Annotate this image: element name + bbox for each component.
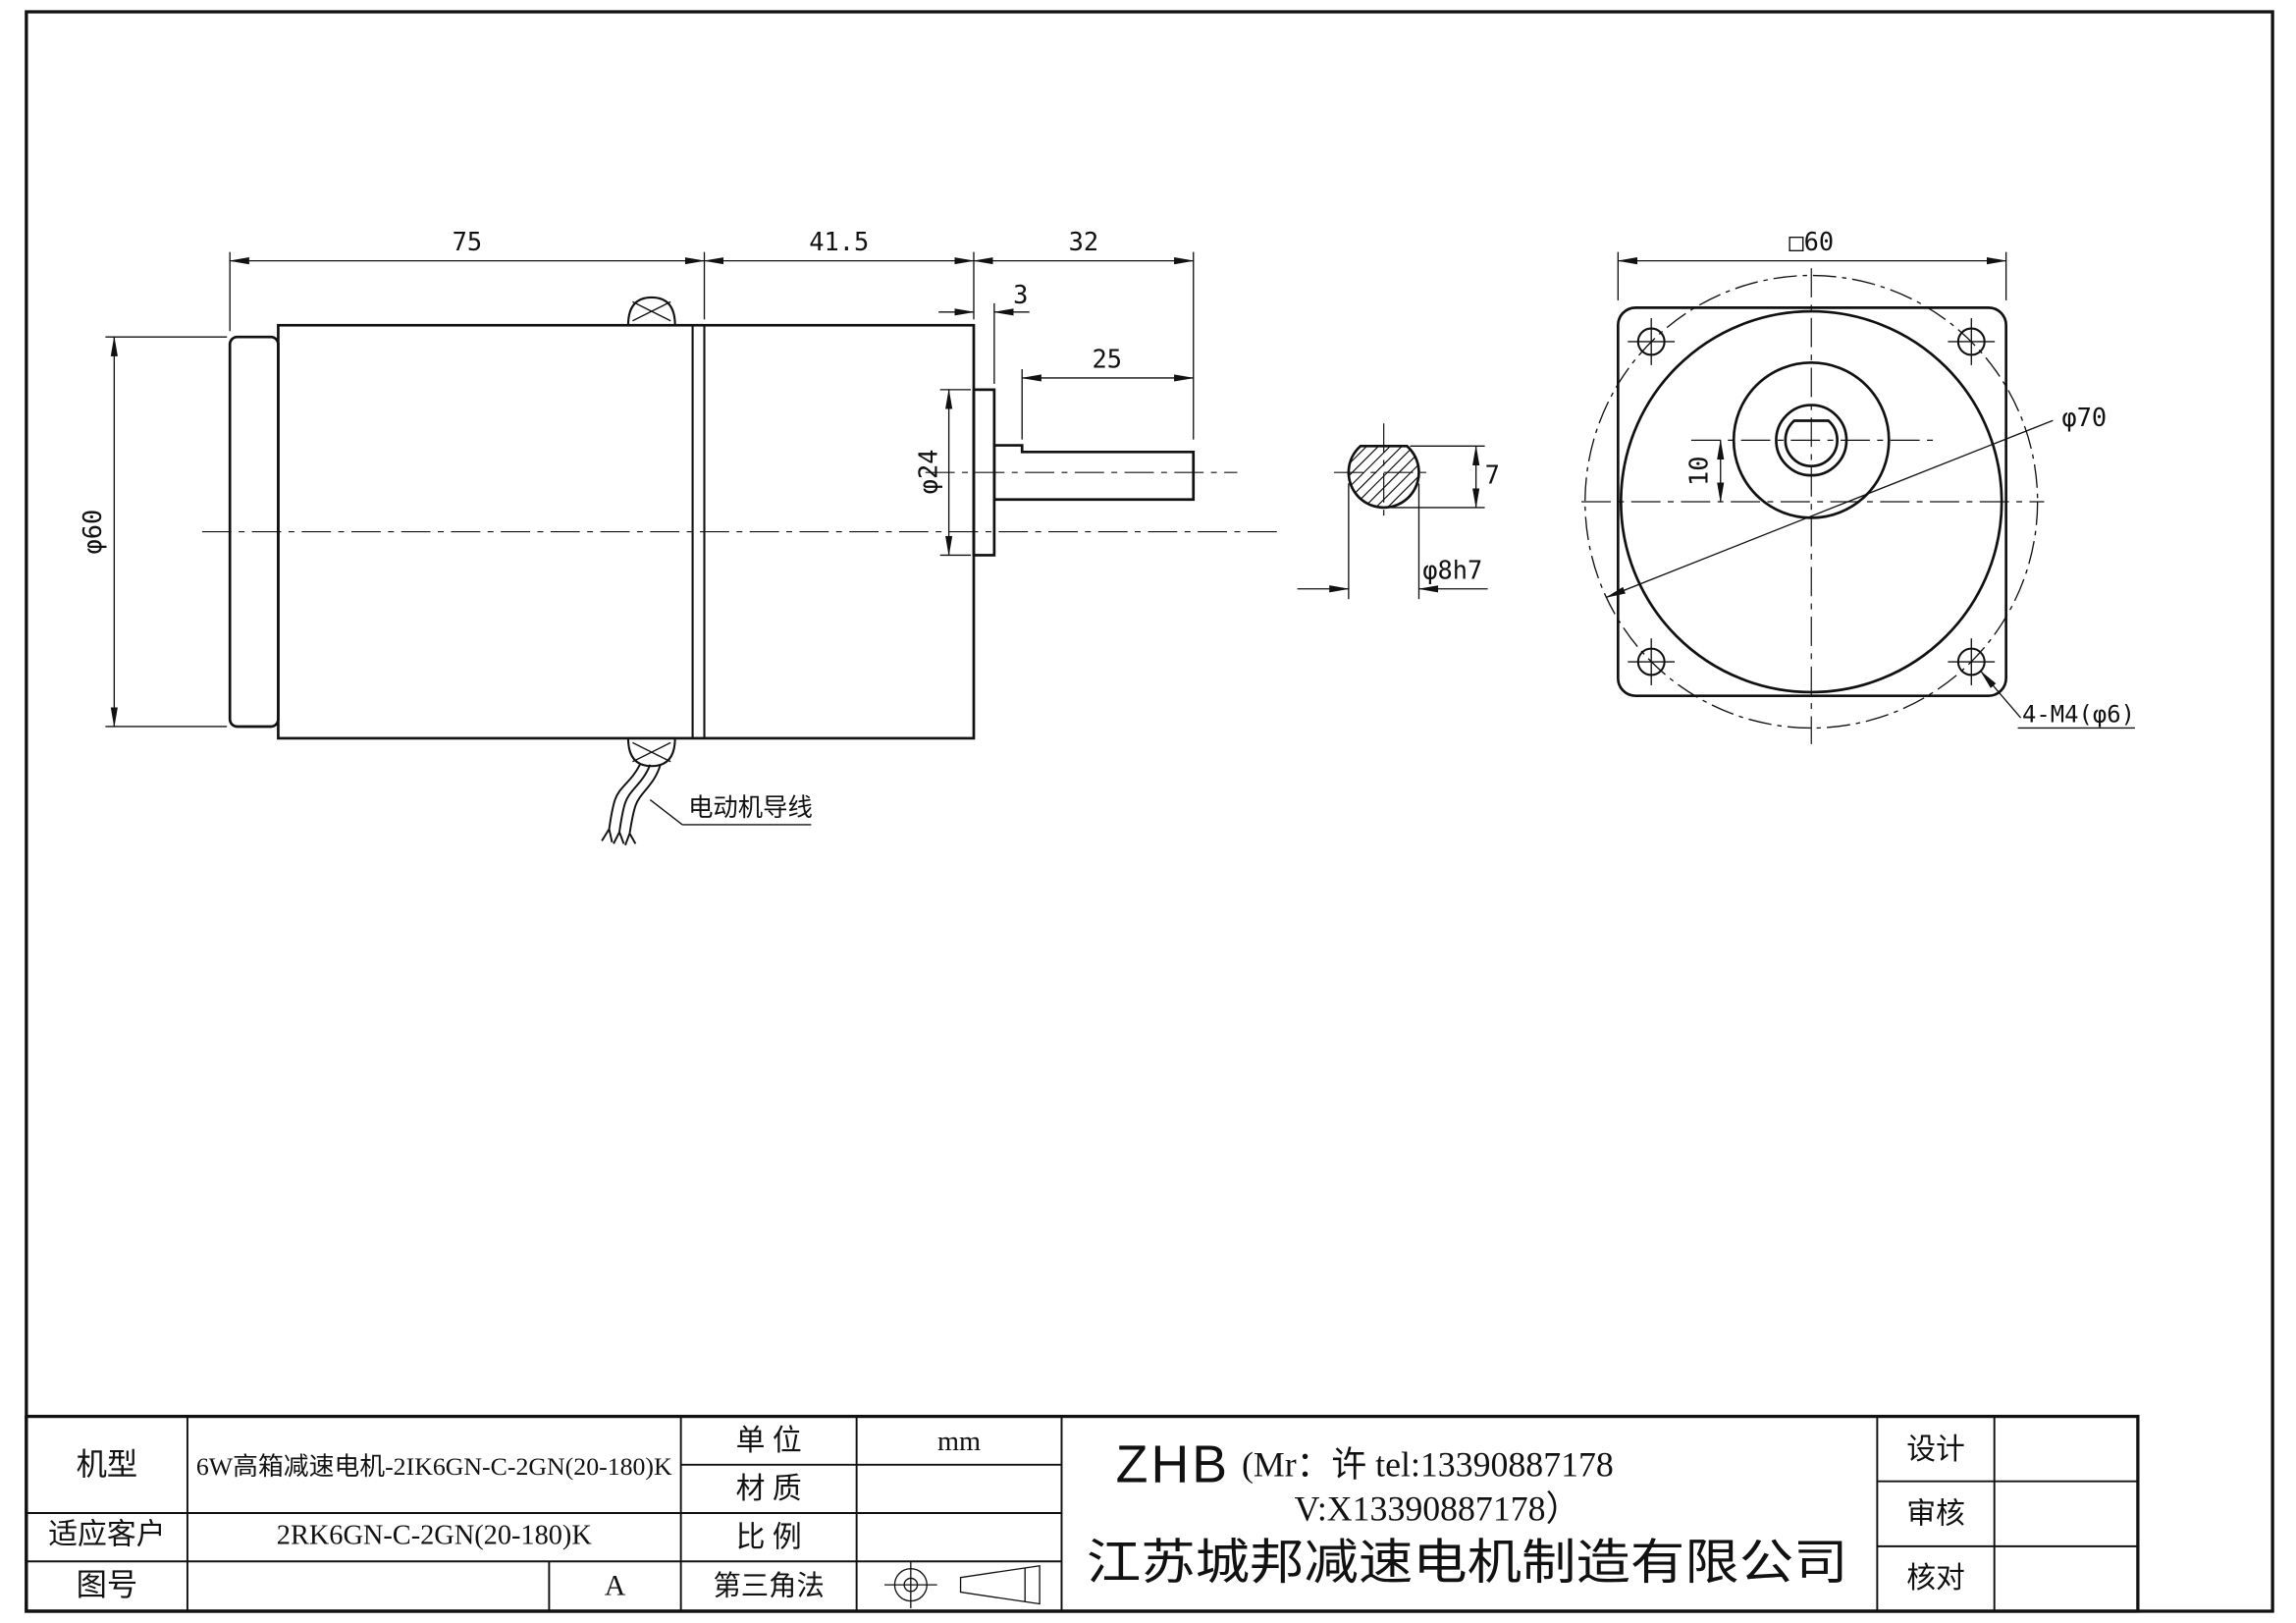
sheet-border bbox=[25, 10, 2274, 1613]
dim-side-boss-length: 3 bbox=[938, 280, 1030, 384]
dim-side-shaft-total: 32 bbox=[972, 227, 1195, 440]
dim-side-flat-length: 25 bbox=[1021, 345, 1195, 440]
drawing-no-label: 图号 bbox=[77, 1568, 138, 1602]
title-block: 机型 6W高箱减速电机-2IK6GN-C-2GN(20-180)K 适应客户 2… bbox=[25, 1414, 2140, 1613]
mount-hole-top-right bbox=[1948, 318, 1996, 365]
gearbox-case-circle bbox=[1619, 309, 2003, 694]
company-contact-line2: V:X13390887178） bbox=[1295, 1488, 1581, 1528]
front-view: □60 φ70 10 4-M4(φ6) bbox=[1581, 227, 2135, 744]
dim-section-flat-width: 7 bbox=[1391, 445, 1500, 510]
mount-hole-top-left bbox=[1628, 318, 1676, 365]
dim-front-flange-size: □60 bbox=[1617, 227, 2007, 300]
output-shaft bbox=[992, 444, 1196, 502]
dim-phi60-text: φ60 bbox=[78, 510, 107, 555]
check-label: 核对 bbox=[1906, 1562, 1965, 1595]
drawing-no-value: A bbox=[605, 1570, 626, 1602]
model-label: 机型 bbox=[77, 1447, 138, 1482]
output-shaft-end bbox=[1784, 419, 1839, 468]
motor-lead-wire-callout: 电动机导线 bbox=[649, 794, 813, 826]
dim-front-shaft-offset: 10 bbox=[1683, 439, 1725, 504]
dim-phi8h7-text: φ8h7 bbox=[1422, 555, 1482, 584]
dim-7-text: 7 bbox=[1485, 460, 1500, 489]
dim-25-text: 25 bbox=[1092, 345, 1122, 374]
company-name: 江苏城邦减速电机制造有限公司 bbox=[1087, 1536, 1848, 1590]
review-label: 审核 bbox=[1906, 1497, 1965, 1530]
bottom-wire-clamp bbox=[626, 736, 676, 768]
dim-75-text: 75 bbox=[453, 227, 483, 256]
dim-phi70-text: φ70 bbox=[2061, 403, 2107, 432]
mount-hole-bottom-right bbox=[1948, 638, 1996, 685]
shaft-section-outline bbox=[1347, 444, 1420, 510]
motor-lead-wires bbox=[601, 764, 662, 846]
bearing-circle bbox=[1775, 404, 1848, 477]
dim-side-gearbox-length: 41.5 bbox=[703, 227, 976, 320]
dim-side-boss-diameter: φ24 bbox=[914, 388, 972, 557]
dim-side-body-length: 75 bbox=[229, 227, 706, 332]
customer-value: 2RK6GN-C-2GN(20-180)K bbox=[277, 1520, 593, 1550]
third-angle-projection-icon bbox=[883, 1561, 1041, 1608]
dim-10-text: 10 bbox=[1683, 456, 1713, 486]
top-wire-clamp bbox=[626, 296, 676, 327]
mount-hole-bottom-left bbox=[1628, 638, 1676, 685]
shaft-section-hatching bbox=[1348, 446, 1419, 508]
dim-front-mount-holes: 4-M4(φ6) bbox=[1980, 670, 2135, 730]
dim-32-text: 32 bbox=[1069, 227, 1099, 256]
design-label: 设计 bbox=[1906, 1434, 1965, 1466]
company-contact-line1: (Mr：许 tel:13390887178 bbox=[1242, 1445, 1614, 1485]
motor-lead-wire-label: 电动机导线 bbox=[688, 794, 813, 822]
unit-label: 单 位 bbox=[736, 1425, 802, 1457]
shaft-boss-circle bbox=[1732, 360, 1891, 519]
shaft-section-view: 7 φ8h7 bbox=[1297, 423, 1500, 600]
bolt-circle-phi70 bbox=[1584, 274, 2039, 730]
scale-label: 比 例 bbox=[736, 1521, 802, 1553]
dim-phi24-text: φ24 bbox=[914, 450, 943, 495]
dim-41-5-text: 41.5 bbox=[809, 227, 869, 256]
customer-label: 适应客户 bbox=[48, 1518, 165, 1550]
material-label: 材 质 bbox=[736, 1473, 802, 1505]
dim-3-text: 3 bbox=[1013, 280, 1028, 309]
side-view: 电动机导线 75 41.5 32 3 bbox=[78, 227, 1277, 846]
mounting-holes bbox=[1628, 318, 1996, 685]
company-brand: ZHB bbox=[1116, 1435, 1230, 1494]
dim-sq60-text: □60 bbox=[1789, 227, 1834, 256]
dim-section-shaft-diameter: φ8h7 bbox=[1297, 483, 1488, 600]
model-value: 6W高箱减速电机-2IK6GN-C-2GN(20-180)K bbox=[196, 1453, 673, 1481]
flange-square bbox=[1616, 306, 2007, 697]
dim-4m4-text: 4-M4(φ6) bbox=[2022, 701, 2135, 729]
unit-value: mm bbox=[937, 1427, 981, 1457]
projection-label: 第三角法 bbox=[713, 1571, 824, 1602]
dim-front-bolt-circle: φ70 bbox=[1605, 403, 2107, 599]
dim-side-body-diameter: φ60 bbox=[78, 335, 228, 729]
